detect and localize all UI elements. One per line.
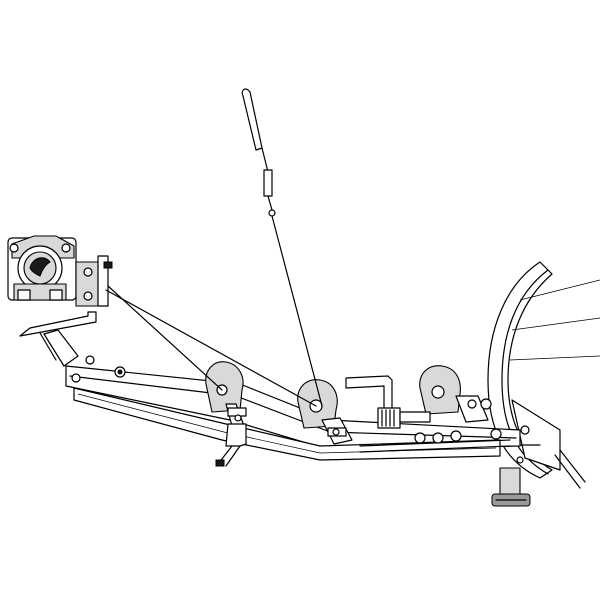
spring-latch [345,375,502,444]
pulley-middle [297,379,353,445]
winch-cable [105,285,317,407]
jack-stand [215,423,247,467]
plow-blade [487,261,600,489]
brand-logo-icon [29,257,51,277]
winch-icon [7,235,113,307]
main-frame [65,355,521,461]
pull-handle-icon [241,88,323,407]
pulley-rear [419,365,492,423]
winch-bracket [19,311,97,367]
pulley-front [205,361,247,427]
plow-foot [491,467,531,507]
